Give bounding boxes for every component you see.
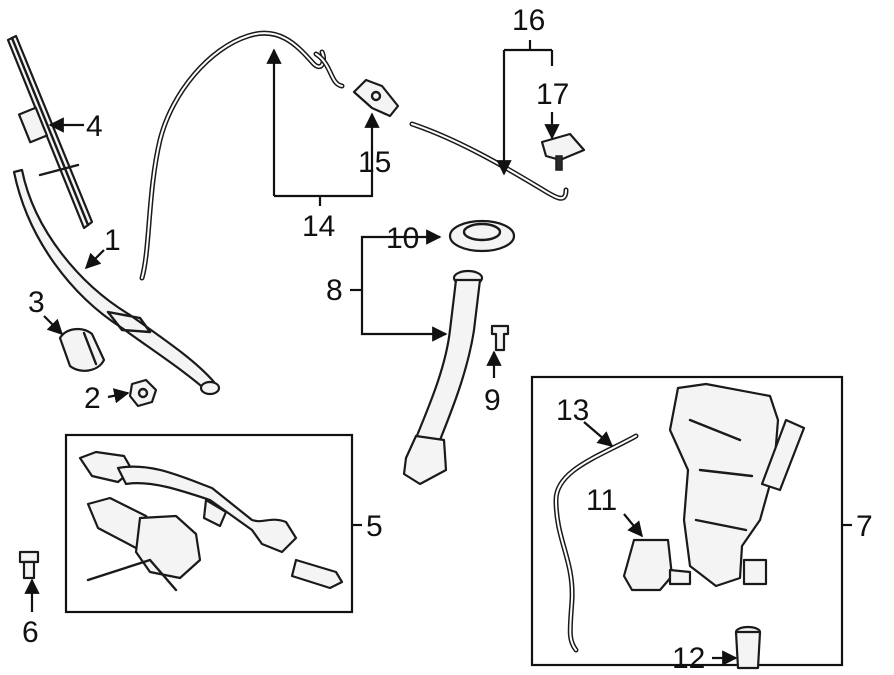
callout-8: 8	[326, 274, 343, 307]
pivot-cap	[58, 328, 106, 372]
washer-nozzle	[540, 132, 586, 171]
callout-10: 10	[386, 222, 419, 255]
callout-7: 7	[856, 510, 873, 543]
reservoir-hose	[553, 433, 639, 653]
reservoir-box	[530, 375, 844, 667]
callout-5: 5	[366, 510, 383, 543]
callout-6: 6	[22, 616, 39, 649]
callout-17: 17	[536, 78, 569, 111]
callout-11: 11	[586, 484, 617, 517]
nut	[128, 378, 158, 408]
callout-1: 1	[104, 224, 121, 257]
filler-neck	[402, 269, 484, 486]
hose-connector	[352, 78, 400, 118]
bolt	[18, 550, 40, 580]
washer-hose-short	[409, 121, 569, 201]
filler-cap	[448, 219, 516, 253]
grommet	[734, 625, 762, 670]
washer-pump	[622, 538, 692, 592]
wiper-arm	[12, 168, 221, 396]
washer-reservoir	[668, 382, 806, 588]
wiper-motor-linkage	[78, 450, 344, 592]
callout-13: 13	[556, 394, 589, 427]
callout-9: 9	[484, 384, 501, 417]
callout-16: 16	[512, 4, 545, 37]
callout-3: 3	[28, 286, 45, 319]
motor-linkage-box	[64, 433, 354, 614]
callout-2: 2	[84, 382, 101, 415]
callout-15: 15	[358, 146, 391, 179]
callout-12: 12	[672, 642, 705, 675]
callout-4: 4	[86, 110, 103, 143]
callout-14: 14	[302, 210, 335, 243]
clip	[490, 324, 510, 352]
washer-hose	[139, 30, 345, 281]
